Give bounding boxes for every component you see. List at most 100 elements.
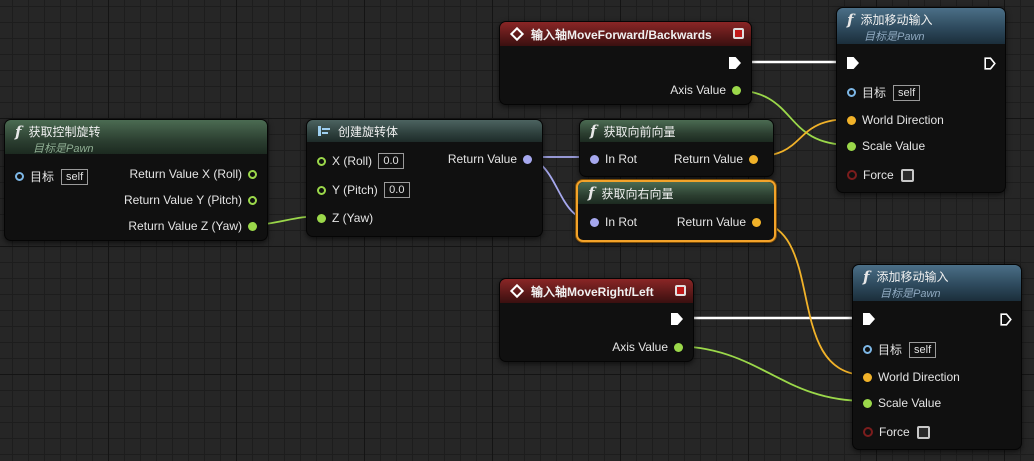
exec-pin-icon[interactable] [863,313,875,325]
object-pin-icon[interactable] [847,88,856,97]
delegate-square-icon[interactable] [675,285,686,296]
node-header[interactable]: f 获取向前向量 [580,120,773,142]
pin-scale-value[interactable]: Scale Value [863,396,941,410]
node-header[interactable]: f 添加移动输入 目标是Pawn [837,8,1005,44]
pin-exec-out[interactable] [671,313,683,325]
make-rotator-icon [318,126,330,136]
node-header[interactable]: f 获取控制旋转 目标是Pawn [5,120,267,155]
pin-target[interactable]: 目标 self [15,168,89,185]
node-add-movement-input-1[interactable]: f 添加移动输入 目标是Pawn 目标 self World Direction… [836,7,1006,193]
y-pitch-input[interactable]: 0.0 [383,182,410,198]
pin-vector-return[interactable]: Return Value [674,152,758,166]
pin-label: World Direction [862,113,944,127]
node-header[interactable]: f 获取向右向量 [578,182,774,204]
pin-scale-value[interactable]: Scale Value [847,139,925,153]
vector-pin-icon[interactable] [749,154,758,164]
pin-label: Y (Pitch) [332,183,378,197]
node-title: 添加移动输入 [860,13,933,27]
pin-exec-out[interactable] [1000,313,1012,326]
float-pin-icon[interactable] [317,213,326,223]
node-make-rotator[interactable]: 创建旋转体 X (Roll) 0.0 Y (Pitch) 0.0 Z (Yaw)… [306,119,543,237]
force-checkbox[interactable] [916,425,930,439]
node-get-right-vector[interactable]: f 获取向右向量 In Rot Return Value [576,180,776,242]
vector-pin-icon[interactable] [863,372,872,382]
node-get-control-rotation[interactable]: f 获取控制旋转 目标是Pawn 目标 self Return Value X … [4,119,268,241]
exec-pin-icon[interactable] [729,57,741,69]
node-header[interactable]: 输入轴MoveRight/Left [500,279,693,303]
pin-exec-in[interactable] [847,57,859,69]
pin-label: Return Value [447,152,517,166]
pin-in-rot[interactable]: In Rot [590,152,637,166]
pin-axis-value[interactable]: Axis Value [670,83,741,97]
node-get-forward-vector[interactable]: f 获取向前向量 In Rot Return Value [579,119,774,177]
rotator-pin-icon[interactable] [590,217,599,227]
pin-label: In Rot [605,152,638,166]
exec-pin-icon[interactable] [1000,313,1012,326]
target-self-field[interactable]: self [909,341,937,358]
float-pin-icon[interactable] [248,195,257,205]
bool-pin-icon[interactable] [847,170,857,180]
pin-label: Return Value Z (Yaw) [128,219,242,233]
pin-world-direction[interactable]: World Direction [863,370,960,384]
node-header[interactable]: f 添加移动输入 目标是Pawn [853,265,1021,301]
node-axis-move-forward[interactable]: 输入轴MoveForward/Backwards Axis Value [499,21,752,105]
pin-force[interactable]: Force [847,168,914,182]
vector-pin-icon[interactable] [847,115,856,125]
pin-exec-out[interactable] [729,57,741,69]
float-pin-icon[interactable] [248,221,257,231]
vector-pin-icon[interactable] [752,217,761,227]
pin-vector-return[interactable]: Return Value [677,215,761,229]
node-title: 输入轴MoveRight/Left [531,284,654,299]
rotator-pin-icon[interactable] [590,154,599,164]
pin-target[interactable]: 目标 self [847,84,921,101]
pin-label: Axis Value [670,83,726,97]
pin-z-yaw[interactable]: Z (Yaw) [317,211,373,225]
pin-exec-out[interactable] [984,57,996,70]
wire-forward-axis [730,89,852,146]
exec-pin-icon[interactable] [984,57,996,70]
target-self-field[interactable]: self [61,168,89,185]
float-pin-icon[interactable] [674,342,683,352]
float-pin-icon[interactable] [847,141,856,151]
float-pin-icon[interactable] [863,398,872,408]
node-add-movement-input-2[interactable]: f 添加移动输入 目标是Pawn 目标 self World Direction… [852,264,1022,450]
float-pin-icon[interactable] [317,185,326,195]
pin-label: Return Value X (Roll) [129,167,243,181]
node-title: 创建旋转体 [338,124,399,139]
pin-label: 目标 [30,170,55,184]
pin-x-roll[interactable]: X (Roll) 0.0 [317,153,405,169]
force-checkbox[interactable] [900,168,914,182]
pin-return-z[interactable]: Return Value Z (Yaw) [128,219,257,233]
pin-label: Force [863,168,894,182]
bool-pin-icon[interactable] [863,427,873,437]
pin-target[interactable]: 目标 self [863,341,937,358]
object-pin-icon[interactable] [863,345,872,354]
pin-world-direction[interactable]: World Direction [847,113,944,127]
pin-rotator-return[interactable]: Return Value [448,152,532,166]
pin-return-y[interactable]: Return Value Y (Pitch) [124,193,257,207]
pin-label: Scale Value [878,396,942,410]
pin-exec-in[interactable] [863,313,875,325]
float-pin-icon[interactable] [732,85,741,95]
rotator-pin-icon[interactable] [523,154,532,164]
pin-label: World Direction [878,370,960,384]
node-header[interactable]: 输入轴MoveForward/Backwards [500,22,751,46]
target-self-field[interactable]: self [893,84,921,101]
pin-return-x[interactable]: Return Value X (Roll) [129,167,257,181]
delegate-square-icon[interactable] [733,28,744,39]
pin-axis-value[interactable]: Axis Value [612,340,683,354]
node-title: 获取控制旋转 [28,125,101,139]
pin-label: X (Roll) [332,154,373,168]
node-header[interactable]: 创建旋转体 [307,120,542,142]
pin-in-rot[interactable]: In Rot [590,215,637,229]
object-pin-icon[interactable] [15,172,24,181]
node-axis-move-right[interactable]: 输入轴MoveRight/Left Axis Value [499,278,694,362]
pin-y-pitch[interactable]: Y (Pitch) 0.0 [317,182,410,198]
float-pin-icon[interactable] [248,169,257,179]
exec-pin-icon[interactable] [847,57,859,69]
exec-pin-icon[interactable] [671,313,683,325]
pin-force[interactable]: Force [863,425,930,439]
float-pin-icon[interactable] [317,156,326,166]
pin-label: Return Value [676,215,746,229]
x-roll-input[interactable]: 0.0 [378,153,405,169]
